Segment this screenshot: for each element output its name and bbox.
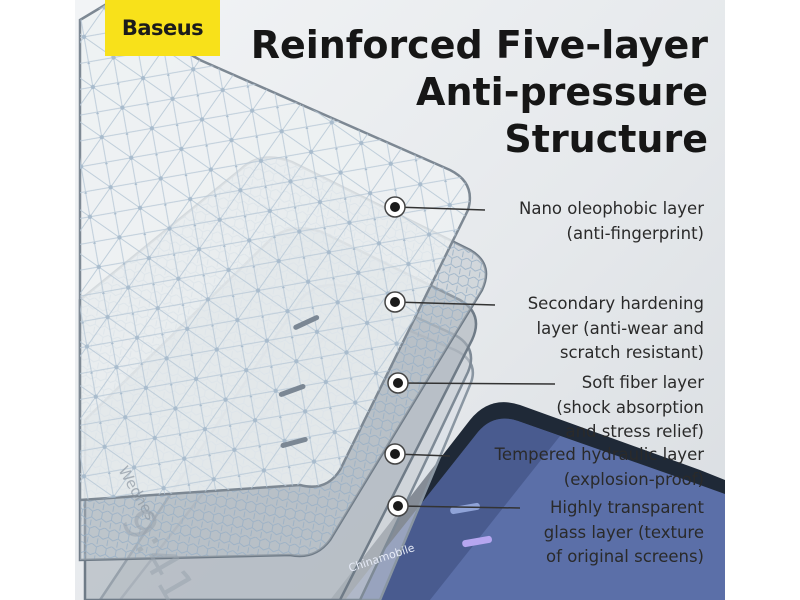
callout-2	[384, 291, 496, 313]
layer-label-nano-oleophobic: Nano oleophobic layer (anti-fingerprint)	[519, 197, 704, 246]
layer-label-line: Tempered hydraulic layer	[494, 445, 704, 464]
layer-label-soft-fiber: Soft fiber layer (shock absorption and s…	[556, 371, 704, 445]
layer-label-line: (shock absorption	[556, 397, 704, 417]
layer-label-line: and stress relief)	[565, 422, 704, 441]
layer-label-line: of original screens)	[546, 547, 704, 566]
layer-label-line: glass layer (texture	[543, 522, 704, 542]
callout-3	[387, 372, 556, 394]
callout-1	[384, 196, 486, 218]
layer-label-transparent-glass: Highly transparent glass layer (texture …	[544, 496, 704, 570]
layer-label-line: layer (anti-wear and	[536, 318, 704, 338]
layer-label-line: scratch resistant)	[559, 343, 704, 362]
title-line-1: Reinforced Five-layer	[250, 23, 708, 67]
layer-label-line: Nano oleophobic layer	[519, 199, 704, 218]
callout-4	[384, 443, 451, 465]
layer-label-tempered-hydraulic: Tempered hydraulic layer (explosion-proo…	[495, 443, 704, 492]
layer-label-line: (explosion-proof)	[563, 469, 704, 489]
brand-logo: Baseus	[105, 0, 220, 56]
callout-5	[387, 495, 521, 517]
title-line-2: Anti-pressure	[416, 70, 708, 114]
phone-speaker-slot	[450, 502, 480, 515]
layer-label-line: Highly transparent	[549, 498, 704, 517]
page-title: Reinforced Five-layer Anti-pressure Stru…	[238, 22, 708, 163]
layer-label-secondary-hardening: Secondary hardening layer (anti-wear and…	[528, 292, 704, 366]
layer-label-line: (anti-fingerprint)	[566, 223, 704, 243]
layer-label-line: Secondary hardening	[527, 294, 704, 313]
layer-label-line: Soft fiber layer	[581, 373, 704, 392]
title-line-3: Structure	[504, 117, 708, 161]
